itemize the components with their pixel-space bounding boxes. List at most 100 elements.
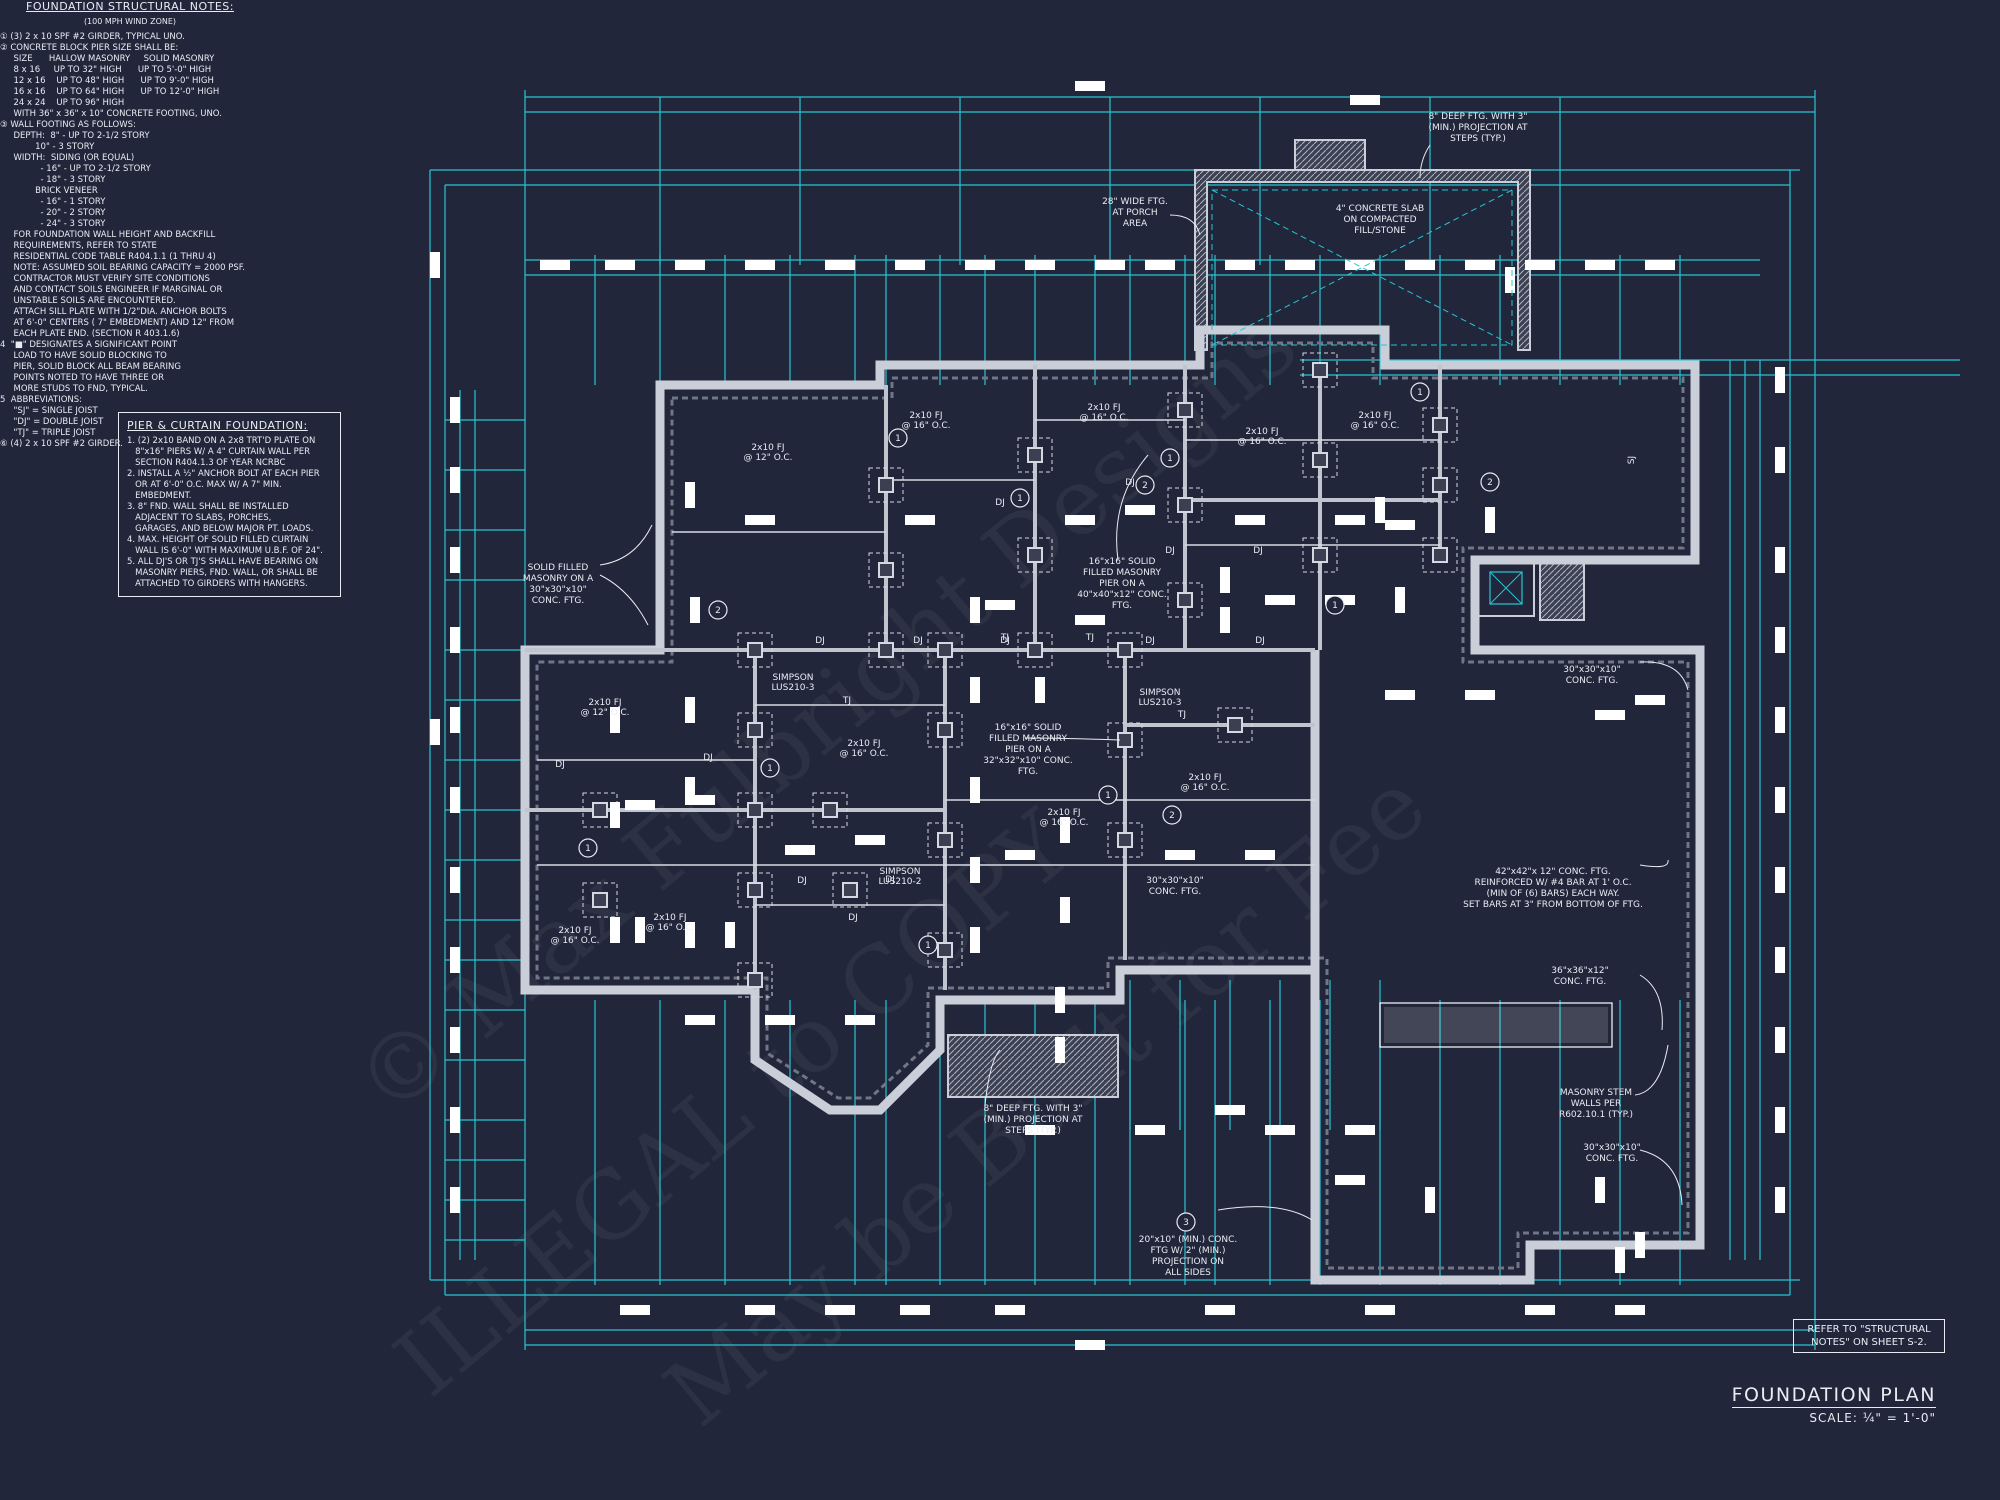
dimension-block xyxy=(1385,520,1415,530)
label-pier-left-4: CONC. FTG. xyxy=(532,596,584,606)
dimension-block xyxy=(970,927,980,953)
svg-text:2: 2 xyxy=(1142,481,1148,491)
dimension-block xyxy=(450,627,460,653)
pier-note-line: GARAGES, AND BELOW MAJOR PT. LOADS. xyxy=(127,524,314,534)
masonry-pier xyxy=(1177,402,1193,418)
pier-footing xyxy=(868,552,904,588)
dj-label: DJ xyxy=(1253,546,1263,556)
joist-label-spacing: @ 16" O.C. xyxy=(1350,421,1399,431)
dimension-block xyxy=(1365,1305,1395,1315)
label-ftg-right-1: 30"x30"x10" xyxy=(1563,665,1620,675)
detail-tag: 1 xyxy=(1410,382,1430,402)
structural-note-line: BRICK VENEER xyxy=(0,186,98,196)
dimension-block xyxy=(1465,690,1495,700)
dimension-block xyxy=(970,857,980,883)
dimension-block xyxy=(1775,447,1785,473)
dimension-block xyxy=(450,547,460,573)
pier-footing xyxy=(927,822,963,858)
structural-note-line: ATTACH SILL PLATE WITH 1/2"DIA. ANCHOR B… xyxy=(0,307,227,317)
svg-text:3: 3 xyxy=(1183,1218,1189,1228)
pier-footing xyxy=(737,632,773,668)
label-steps-bottom-3: STEPS (TYP.) xyxy=(1005,1126,1061,1136)
dimension-block xyxy=(685,1015,715,1025)
dimension-block xyxy=(1145,260,1175,270)
structural-note-line: "TJ" = TRIPLE JOIST xyxy=(0,428,96,438)
reference-note: REFER TO "STRUCTURAL NOTES" ON SHEET S-2… xyxy=(1793,1319,1945,1353)
dimension-block xyxy=(685,482,695,508)
masonry-pier xyxy=(747,802,763,818)
label-ftg-bottom-2: CONC. FTG. xyxy=(1586,1154,1638,1164)
svg-text:1: 1 xyxy=(585,844,591,854)
dimension-block xyxy=(905,515,935,525)
dj-label: DJ xyxy=(913,636,923,646)
structural-note-line: NOTE: ASSUMED SOIL BEARING CAPACITY = 20… xyxy=(0,263,246,273)
label-simpson-3b: LUS210-2 xyxy=(878,877,921,887)
masonry-pier xyxy=(937,832,953,848)
dimension-block xyxy=(1005,850,1035,860)
pier-footing xyxy=(1167,582,1203,618)
detail-tag: 1 xyxy=(1160,448,1180,468)
dimension-block xyxy=(900,1305,930,1315)
detail-tag: 1 xyxy=(1098,785,1118,805)
masonry-pier xyxy=(878,477,894,493)
joist-label-size: 2x10 FJ xyxy=(1245,427,1278,437)
pier-notes-lines: 1. (2) 2x10 BAND ON A 2x8 TRT'D PLATE ON… xyxy=(127,436,332,590)
masonry-pier xyxy=(1432,417,1448,433)
structural-note-line: - 20" - 2 STORY xyxy=(0,208,106,218)
dimension-block xyxy=(1775,1107,1785,1133)
masonry-pier xyxy=(1432,477,1448,493)
dimension-block xyxy=(1465,260,1495,270)
joist-label-size: 2x10 FJ xyxy=(1087,403,1120,413)
dimension-block xyxy=(450,1187,460,1213)
masonry-pier xyxy=(1177,497,1193,513)
label-porch-slab-3: FILL/STONE xyxy=(1354,226,1406,236)
dimension-block xyxy=(745,260,775,270)
label-stem-wall-2: WALLS PER xyxy=(1571,1099,1622,1109)
front-steps xyxy=(1294,139,1366,171)
dimension-block xyxy=(1025,1125,1055,1135)
dimension-block xyxy=(635,917,645,943)
plan-scale: SCALE: ¼" = 1'-0" xyxy=(1809,1411,1936,1425)
label-garage-ftg-1: 42"x42"x 12" CONC. FTG. xyxy=(1495,867,1611,877)
svg-text:1: 1 xyxy=(1417,388,1423,398)
rear-steps xyxy=(947,1034,1119,1098)
structural-note-line: WITH 36" x 36" x 10" CONCRETE FOOTING, U… xyxy=(0,109,222,119)
pier-footing xyxy=(1302,442,1338,478)
joist-label-size: 2x10 FJ xyxy=(588,698,621,708)
pier-footing xyxy=(832,872,868,908)
pier-note-line: OR AT 6'-0" O.C. MAX W/ A 7" MIN. xyxy=(127,480,282,490)
dimension-block xyxy=(1075,615,1105,625)
svg-text:1: 1 xyxy=(1332,601,1338,611)
tj-label: TJ xyxy=(1085,633,1094,643)
foundation-wall-inner xyxy=(535,341,1690,1270)
detail-tag: 2 xyxy=(1480,472,1500,492)
svg-text:1: 1 xyxy=(1017,494,1023,504)
label-pier-center-3: PIER ON A xyxy=(1099,579,1146,589)
dimension-block xyxy=(1350,95,1380,105)
dj-label: DJ xyxy=(815,636,825,646)
dimension-block xyxy=(970,777,980,803)
dimension-block xyxy=(1285,260,1315,270)
pier-note-line: SECTION R404.1.3 OF YEAR NCRBC xyxy=(127,458,286,468)
structural-note-line: RESIDENTIAL CODE TABLE R404.1.1 (1 THRU … xyxy=(0,252,216,262)
dimension-block xyxy=(1505,267,1515,293)
sj-label: SJ xyxy=(1627,456,1637,464)
dj-label: DJ xyxy=(703,753,713,763)
dimension-block xyxy=(965,260,995,270)
pier-footing xyxy=(1017,537,1053,573)
dimension-block xyxy=(1525,260,1555,270)
masonry-pier xyxy=(592,802,608,818)
structural-note-line: WIDTH: SIDING (OR EQUAL) xyxy=(0,153,135,163)
dimension-block xyxy=(450,947,460,973)
dimension-block xyxy=(1060,817,1070,843)
masonry-pier xyxy=(842,882,858,898)
dimension-block xyxy=(1375,497,1385,523)
joist-label-size: 2x10 FJ xyxy=(1358,411,1391,421)
dimension-block xyxy=(1245,850,1275,860)
structural-note-line: - 16" - 1 STORY xyxy=(0,197,106,207)
pier-footing xyxy=(737,792,773,828)
masonry-pier xyxy=(1027,547,1043,563)
dimension-block xyxy=(1645,260,1675,270)
dimension-block xyxy=(675,260,705,270)
dimension-block xyxy=(430,252,440,278)
